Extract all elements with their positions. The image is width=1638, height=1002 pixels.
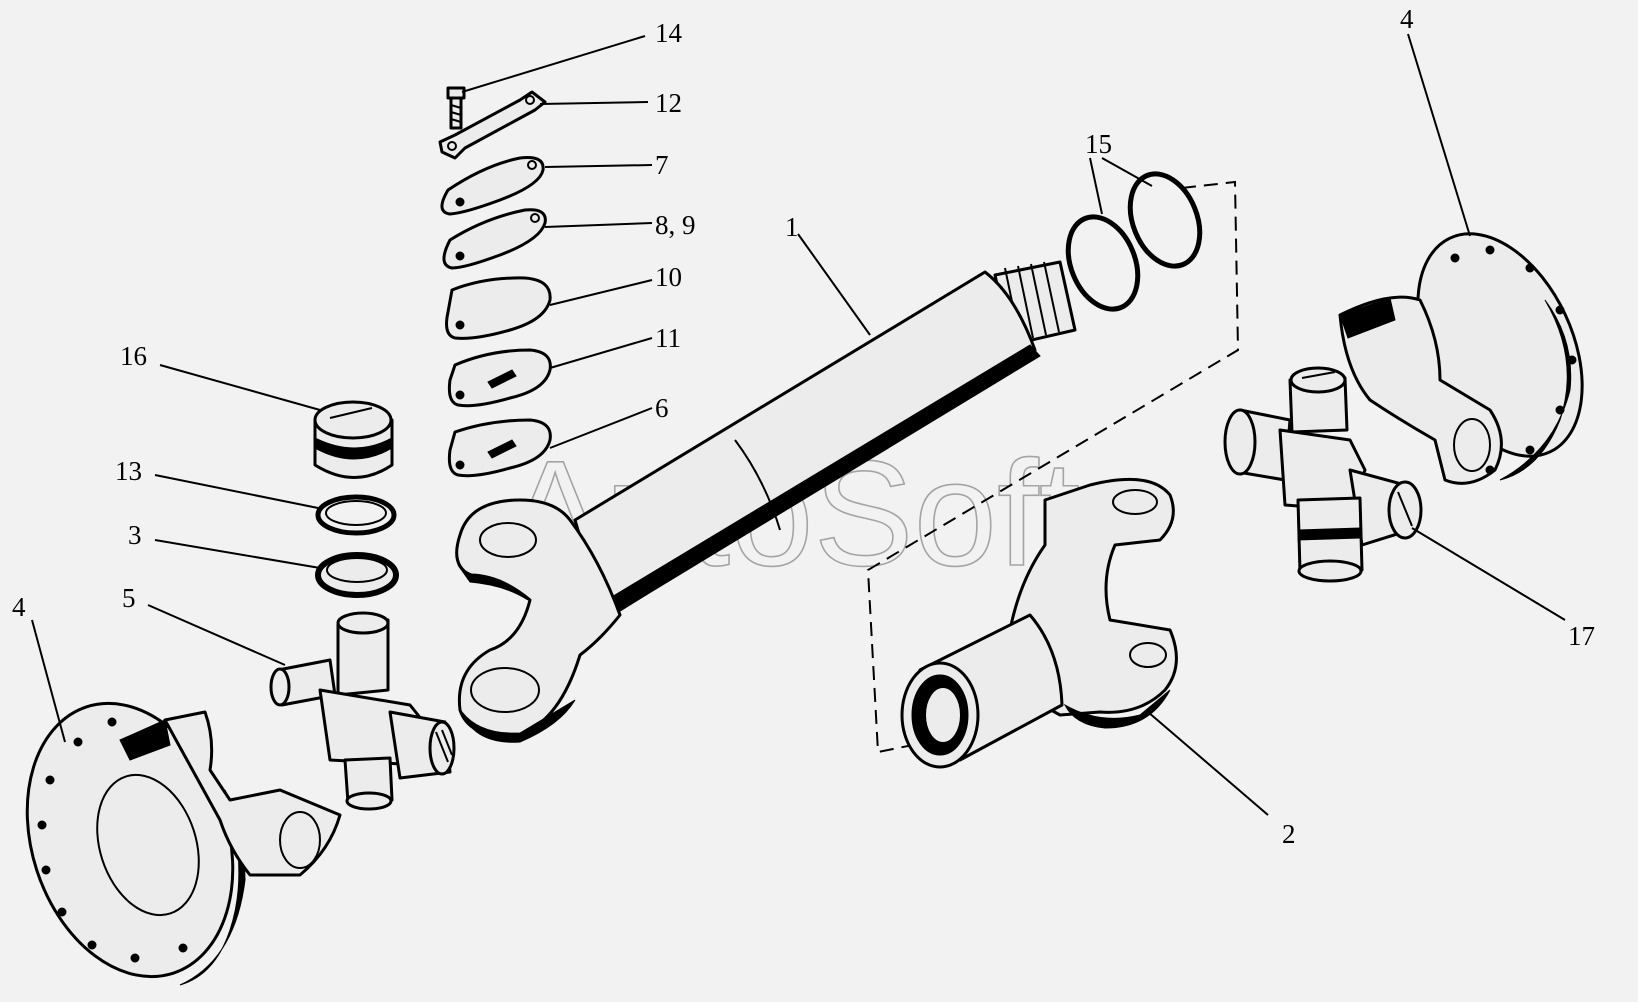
part-3-seal [315,552,399,598]
callout-15: 15 [1085,129,1112,159]
part-10-cover [445,276,552,340]
part-4-left-flange-yoke [25,701,342,986]
part-7-gasket [440,156,545,216]
callout-6: 6 [655,393,669,423]
part-8-9-shims [442,208,547,270]
callout-14: 14 [655,18,683,48]
callout-8-9: 8, 9 [655,210,696,240]
callout-10: 10 [655,262,682,292]
callout-4-left: 4 [12,592,26,622]
callout-11: 11 [655,323,681,353]
part-13-seal-ring [315,494,397,536]
callout-12: 12 [655,88,682,118]
callout-4-right: 4 [1400,4,1414,34]
assembly-dashed-line [866,180,1240,754]
callout-3: 3 [128,520,142,550]
callout-2: 2 [1282,819,1296,849]
callout-1: 1 [785,212,799,242]
part-16-bearing-cup [313,400,394,479]
callout-13: 13 [115,456,142,486]
part-15-o-rings [1065,171,1203,312]
callout-5: 5 [122,583,136,613]
callout-16: 16 [120,341,147,371]
part-11-plate [447,348,552,408]
part-1-shaft [455,260,1077,743]
leader-lines [31,33,1566,816]
part-17-cross [1223,366,1423,583]
callout-labels: 14 12 7 8, 9 10 11 6 1 15 4 16 13 3 5 4 … [12,4,1595,849]
part-4-right-flange-yoke [1338,232,1584,485]
part-6-plate [447,418,552,478]
part-2-slip-yoke [900,477,1178,769]
callout-17: 17 [1568,621,1595,651]
part-5-cross [269,611,456,811]
part-12-lock-plate [438,90,547,160]
part-14-bolt [446,86,466,130]
callout-7: 7 [655,150,669,180]
